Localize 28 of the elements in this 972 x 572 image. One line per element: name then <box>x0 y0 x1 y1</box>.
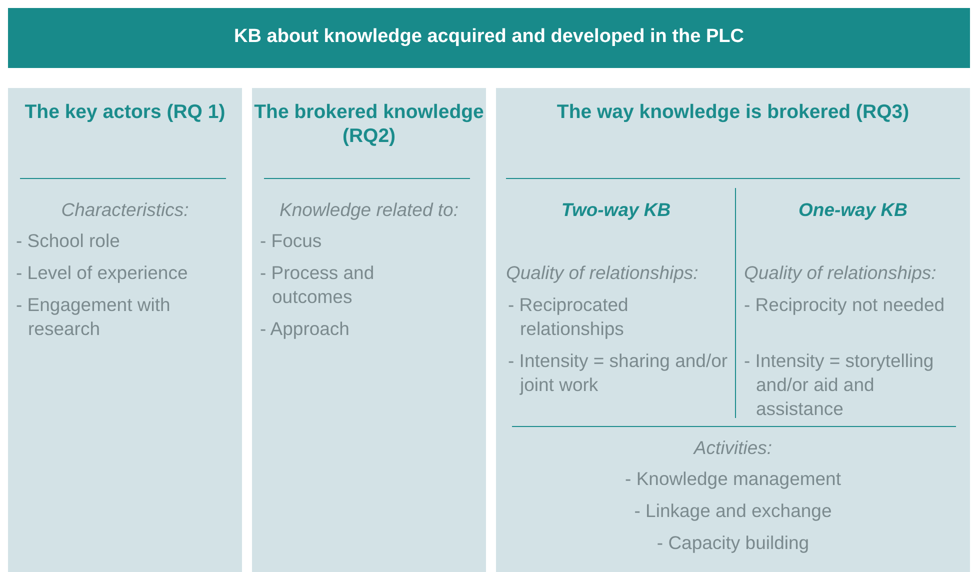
list-item: - School role <box>16 229 121 253</box>
subheading: Quality of relationships: <box>744 261 938 285</box>
list-item: - Intensity = sharing and/or joint work <box>508 349 728 397</box>
subheading: Knowledge related to: <box>278 198 460 222</box>
list-item: - Engagement with research <box>16 293 172 341</box>
column-heading: One-way KB <box>798 198 908 222</box>
panel-heading: The key actors (RQ 1) <box>24 100 226 124</box>
list-item: - Approach <box>260 317 350 341</box>
list-item: - Focus <box>260 229 323 253</box>
panel-heading: The brokered knowledge (RQ2) <box>253 100 485 148</box>
panel <box>8 88 242 572</box>
panel <box>496 88 970 572</box>
panel-heading: The way knowledge is brokered (RQ3) <box>556 100 910 124</box>
list-item: - Knowledge management <box>624 467 842 491</box>
list-item: - Linkage and exchange <box>633 499 833 523</box>
list-item: - Intensity = storytelling and/or aid and assistance <box>744 349 935 421</box>
subheading: Characteristics: <box>60 198 190 222</box>
list-item: - Reciprocated relationships <box>508 293 630 341</box>
list-item: - Process and outcomes <box>260 261 376 309</box>
subheading: Activities: <box>692 436 774 460</box>
header-band <box>8 8 970 68</box>
list-item: - Level of experience <box>16 261 189 285</box>
header-title: KB about knowledge acquired and developed in the PLC <box>233 25 745 49</box>
subheading: Quality of relationships: <box>506 261 700 285</box>
panel <box>252 88 486 572</box>
column-heading: Two-way KB <box>560 198 672 222</box>
list-item: - Reciprocity not needed <box>744 293 946 317</box>
list-item: - Capacity building <box>656 531 810 555</box>
